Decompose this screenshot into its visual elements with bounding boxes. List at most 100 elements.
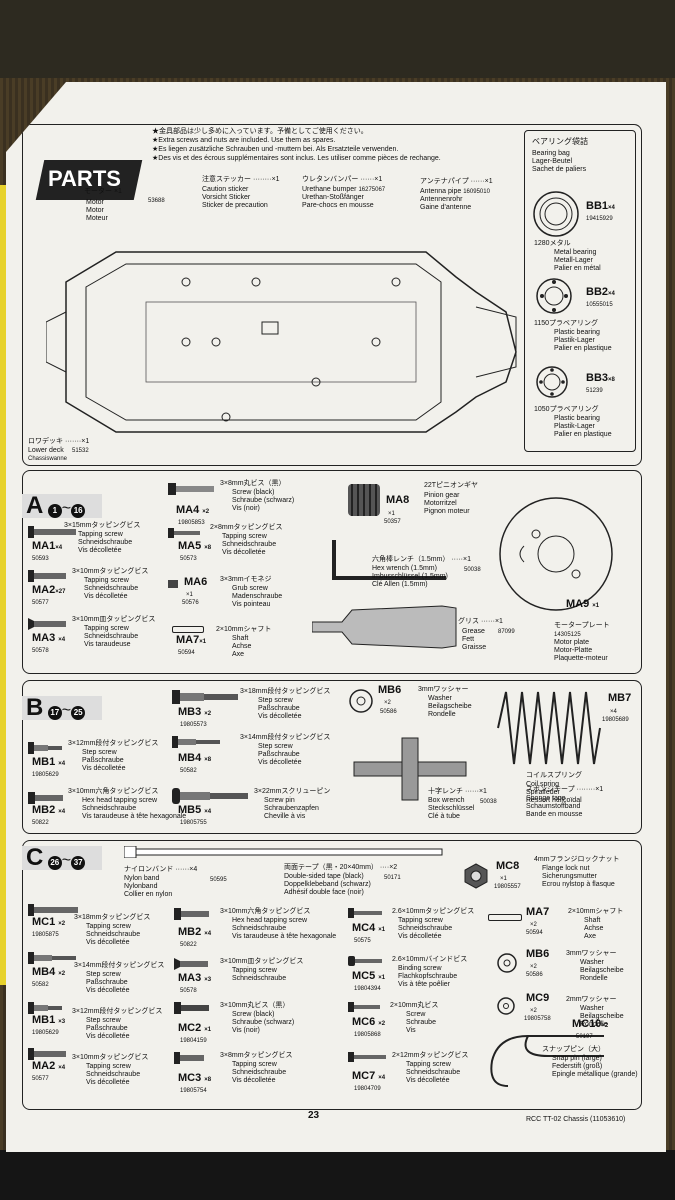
mb3-step-screw-icon: [172, 690, 238, 704]
sticker-en: Caution sticker: [202, 186, 249, 193]
mb4-c-label: MB4 ×2: [32, 966, 66, 978]
ma3-c-screw-icon: [174, 958, 208, 970]
nylon-de: Nylonband: [124, 883, 158, 890]
ma6-fr: Vis pointeau: [232, 601, 271, 608]
snap-pin-icon: [490, 1035, 604, 1087]
mc9-label: MC9: [526, 992, 550, 1004]
ma4-screw-icon: [168, 483, 214, 495]
mc9-en: Washer: [580, 1005, 604, 1012]
mb6-code: 50586: [380, 709, 397, 715]
box-wrench-icon: [353, 737, 467, 801]
mc2-code: 19804159: [180, 1038, 207, 1044]
mb6-c-washer-icon: [497, 953, 517, 973]
bb2-de: Plastik-Lager: [554, 337, 595, 344]
bb3-fr: Palier en plastique: [554, 431, 612, 438]
mc10-de: Federstift (groß): [552, 1063, 603, 1070]
tape-de: Doppelklebeband (schwarz): [284, 881, 371, 888]
ma6-ja: 3×3mmイモネジ: [220, 576, 272, 583]
boxwrench-de: Steckschlüssel: [428, 805, 475, 812]
lowerdeck-en: Lower deck: [28, 447, 64, 454]
bearing-bb3-icon: [536, 366, 568, 398]
bumper-de: Urethan-Stoßfänger: [302, 194, 364, 201]
ma2-en: Tapping screw: [84, 577, 129, 584]
mc10-ja: スナップピン（大）: [542, 1046, 605, 1053]
background-bottom: [0, 1150, 675, 1200]
mc1-code: 19805875: [32, 932, 59, 938]
ma7-code: 50594: [178, 650, 195, 656]
bb3-label: BB3×8: [586, 372, 615, 384]
mc2-en: Screw (black): [232, 1011, 275, 1018]
mc3-label: MC3 ×8: [178, 1072, 212, 1084]
note-fr: ★Des vis et des écrous supplémentaires s…: [152, 155, 441, 162]
coil-spring-icon: [497, 691, 601, 765]
mc6-en: Screw: [406, 1011, 426, 1018]
mc3-fr: Vis décolletée: [232, 1077, 276, 1084]
mb6-count: ×2: [384, 700, 391, 706]
sticker-de: Vorsicht Sticker: [202, 194, 251, 201]
mb1-en: Step screw: [82, 749, 117, 756]
mb4-c-de: Paßschraube: [86, 979, 128, 986]
mb2-c-en: Hex head tapping screw: [232, 917, 308, 924]
ma5-label: MA5 ×8: [178, 540, 212, 552]
ma7-shaft-icon: [172, 626, 204, 633]
ma5-de: Schneidschraube: [222, 541, 277, 548]
lower-deck-drawing: [46, 251, 517, 433]
mb6-c-fr: Rondelle: [580, 975, 608, 982]
mb2-en: Hex head tapping screw: [82, 797, 158, 804]
ma8-count: ×1: [388, 511, 395, 517]
mc5-binding-screw-icon: [348, 956, 382, 966]
bag-b-title: B 17~25: [26, 694, 86, 722]
tape-code: 50171: [384, 875, 401, 881]
mb4-ja: 3×14mm段付タッピングビス: [240, 734, 331, 741]
boxwrench-fr: Clé à tube: [428, 813, 460, 820]
mc5-code: 19804394: [354, 986, 381, 992]
sponge-de: Schaumstoffband: [526, 803, 581, 810]
tape-fr: Adhésif double face (noir): [284, 889, 364, 896]
mc5-ja: 2.6×10mmバインドビス: [392, 956, 468, 963]
bearing-bb2-icon: [536, 278, 572, 314]
mb1-de: Paßschraube: [82, 757, 124, 764]
ma2-label: MA2×27: [32, 584, 66, 596]
mb5-de: Schraubenzapfen: [264, 805, 319, 812]
grease-ja: グリス ······×1: [458, 618, 503, 625]
mc8-en: Flange lock nut: [542, 865, 590, 872]
ma9-ja: モータープレート: [554, 622, 610, 629]
ma3-c-label: MA3 ×3: [178, 972, 212, 984]
mc7-code: 19804709: [354, 1086, 381, 1092]
mb4-fr: Vis décolletée: [258, 759, 302, 766]
mb4-en: Step screw: [258, 743, 293, 750]
ma2-c-ja: 3×10mmタッピングビス: [72, 1054, 149, 1061]
mb3-ja: 3×18mm段付タッピングビス: [240, 688, 331, 695]
mc8-label: MC8: [496, 860, 520, 872]
mb1-c-en: Step screw: [86, 1017, 121, 1024]
hex-wrench-icon: [332, 540, 446, 580]
mb7-de: Spiralfeder: [526, 789, 560, 796]
mc4-screw-icon: [348, 908, 382, 918]
mb1-label: MB1 ×4: [32, 756, 66, 768]
mb1-fr: Vis décolletée: [82, 765, 126, 772]
bb1-code: 19415929: [586, 216, 613, 222]
bearing-bag-ja: ベアリング袋詰: [532, 137, 588, 146]
mc7-fr: Vis décolletée: [406, 1077, 450, 1084]
mc9-fr: Rondelle: [580, 1021, 608, 1028]
ma7-de: Achse: [232, 643, 252, 650]
mb1-code: 19805629: [32, 772, 59, 778]
mc2-ja: 3×10mm丸ビス（黒）: [220, 1002, 290, 1009]
mc2-de: Schraube (schwarz): [232, 1019, 295, 1026]
ma8-fr: Pignon moteur: [424, 508, 470, 515]
mb3-label: MB3 ×2: [178, 706, 212, 718]
grease-fr: Graisse: [462, 644, 487, 651]
bag-c-title: C 26~37: [26, 844, 86, 872]
mc4-label: MC4 ×1: [352, 922, 386, 934]
ma1-ja: 3×15mmタッピングビス: [64, 522, 141, 529]
ma2-de: Schneidschraube: [84, 585, 139, 592]
mb2-code: 50822: [32, 820, 49, 826]
mb4-step-screw-icon: [172, 736, 220, 748]
mb1-ja: 3×12mm段付タッピングビス: [68, 740, 159, 747]
ma2-screw-icon: [28, 570, 66, 582]
ma1-screw-icon: [28, 526, 76, 538]
bag-a-box: [22, 470, 642, 674]
mc3-de: Schneidschraube: [232, 1069, 287, 1076]
antenna-en: Antenna pipe 16095010: [420, 188, 490, 195]
mc8-code: 19805557: [494, 884, 521, 890]
